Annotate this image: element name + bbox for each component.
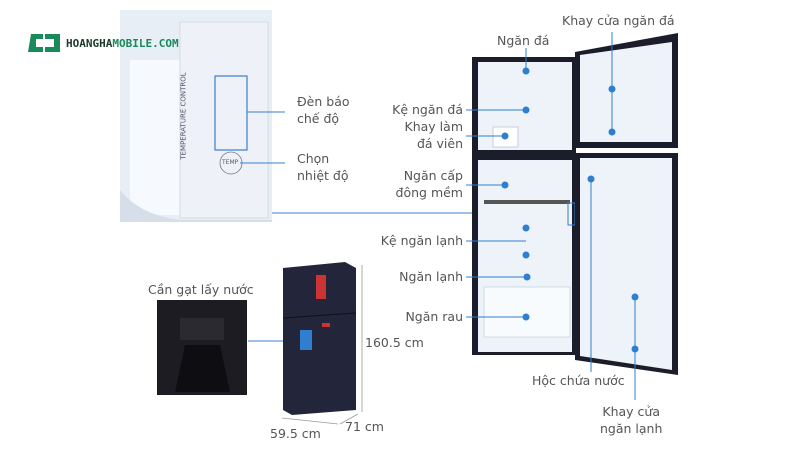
label-water-tank: Hộc chứa nước (532, 373, 625, 388)
label-line: Ngăn cấp (403, 168, 463, 183)
label-soft-freeze: Ngăn cấp đông mềm (396, 167, 463, 201)
label-temp-select: Chọn nhiệt độ (297, 150, 348, 184)
label-line: Khay làm (404, 119, 463, 134)
label-line: Khay cửa (602, 404, 660, 419)
label-freezer-shelf: Kệ ngăn đá (392, 102, 463, 117)
dimension-width: 59.5 cm (270, 426, 321, 441)
label-freezer-door-tray: Khay cửa ngăn đá (562, 13, 675, 28)
callout-markers (466, 32, 639, 400)
indicator-lights-box (214, 75, 248, 151)
label-line: nhiệt độ (297, 168, 349, 183)
label-fridge-door-tray: Khay cửa ngăn lạnh (600, 403, 662, 437)
label-vegetable: Ngăn rau (405, 309, 463, 324)
label-dispenser-lever: Cần gạt lấy nước (148, 282, 254, 297)
label-line: Đèn báo (297, 94, 350, 109)
logo-icon (28, 34, 60, 52)
brand-name-1: HOANGHA (66, 36, 113, 50)
dimension-height: 160.5 cm (365, 335, 424, 350)
control-panel-image (120, 10, 272, 222)
label-freezer: Ngăn đá (497, 33, 550, 48)
label-line: đông mềm (395, 185, 463, 200)
small-fridge-image (282, 262, 357, 415)
dimension-lines (281, 265, 363, 425)
label-line: Chọn (297, 151, 330, 166)
label-line: chế độ (297, 111, 340, 126)
label-fridge: Ngăn lạnh (399, 269, 463, 284)
label-indicator: Đèn báo chế độ (297, 93, 350, 127)
label-line: ngăn lạnh (600, 421, 663, 436)
temp-button: TEMP (222, 159, 239, 166)
dispenser-image (157, 300, 247, 395)
brand-name-2: MOBILE.COM (112, 36, 179, 50)
brand-logo: HOANGHAMOBILE.COM (28, 32, 179, 54)
control-panel-title: TEMPERATURE CONTROL (179, 72, 188, 160)
open-fridge-image (472, 33, 678, 375)
label-fridge-shelf: Kệ ngăn lạnh (380, 233, 463, 248)
label-line: đá viên (416, 136, 463, 151)
dimension-depth: 71 cm (345, 419, 384, 434)
label-ice-tray: Khay làm đá viên (405, 118, 463, 152)
brand-name: HOANGHAMOBILE.COM (66, 37, 179, 50)
